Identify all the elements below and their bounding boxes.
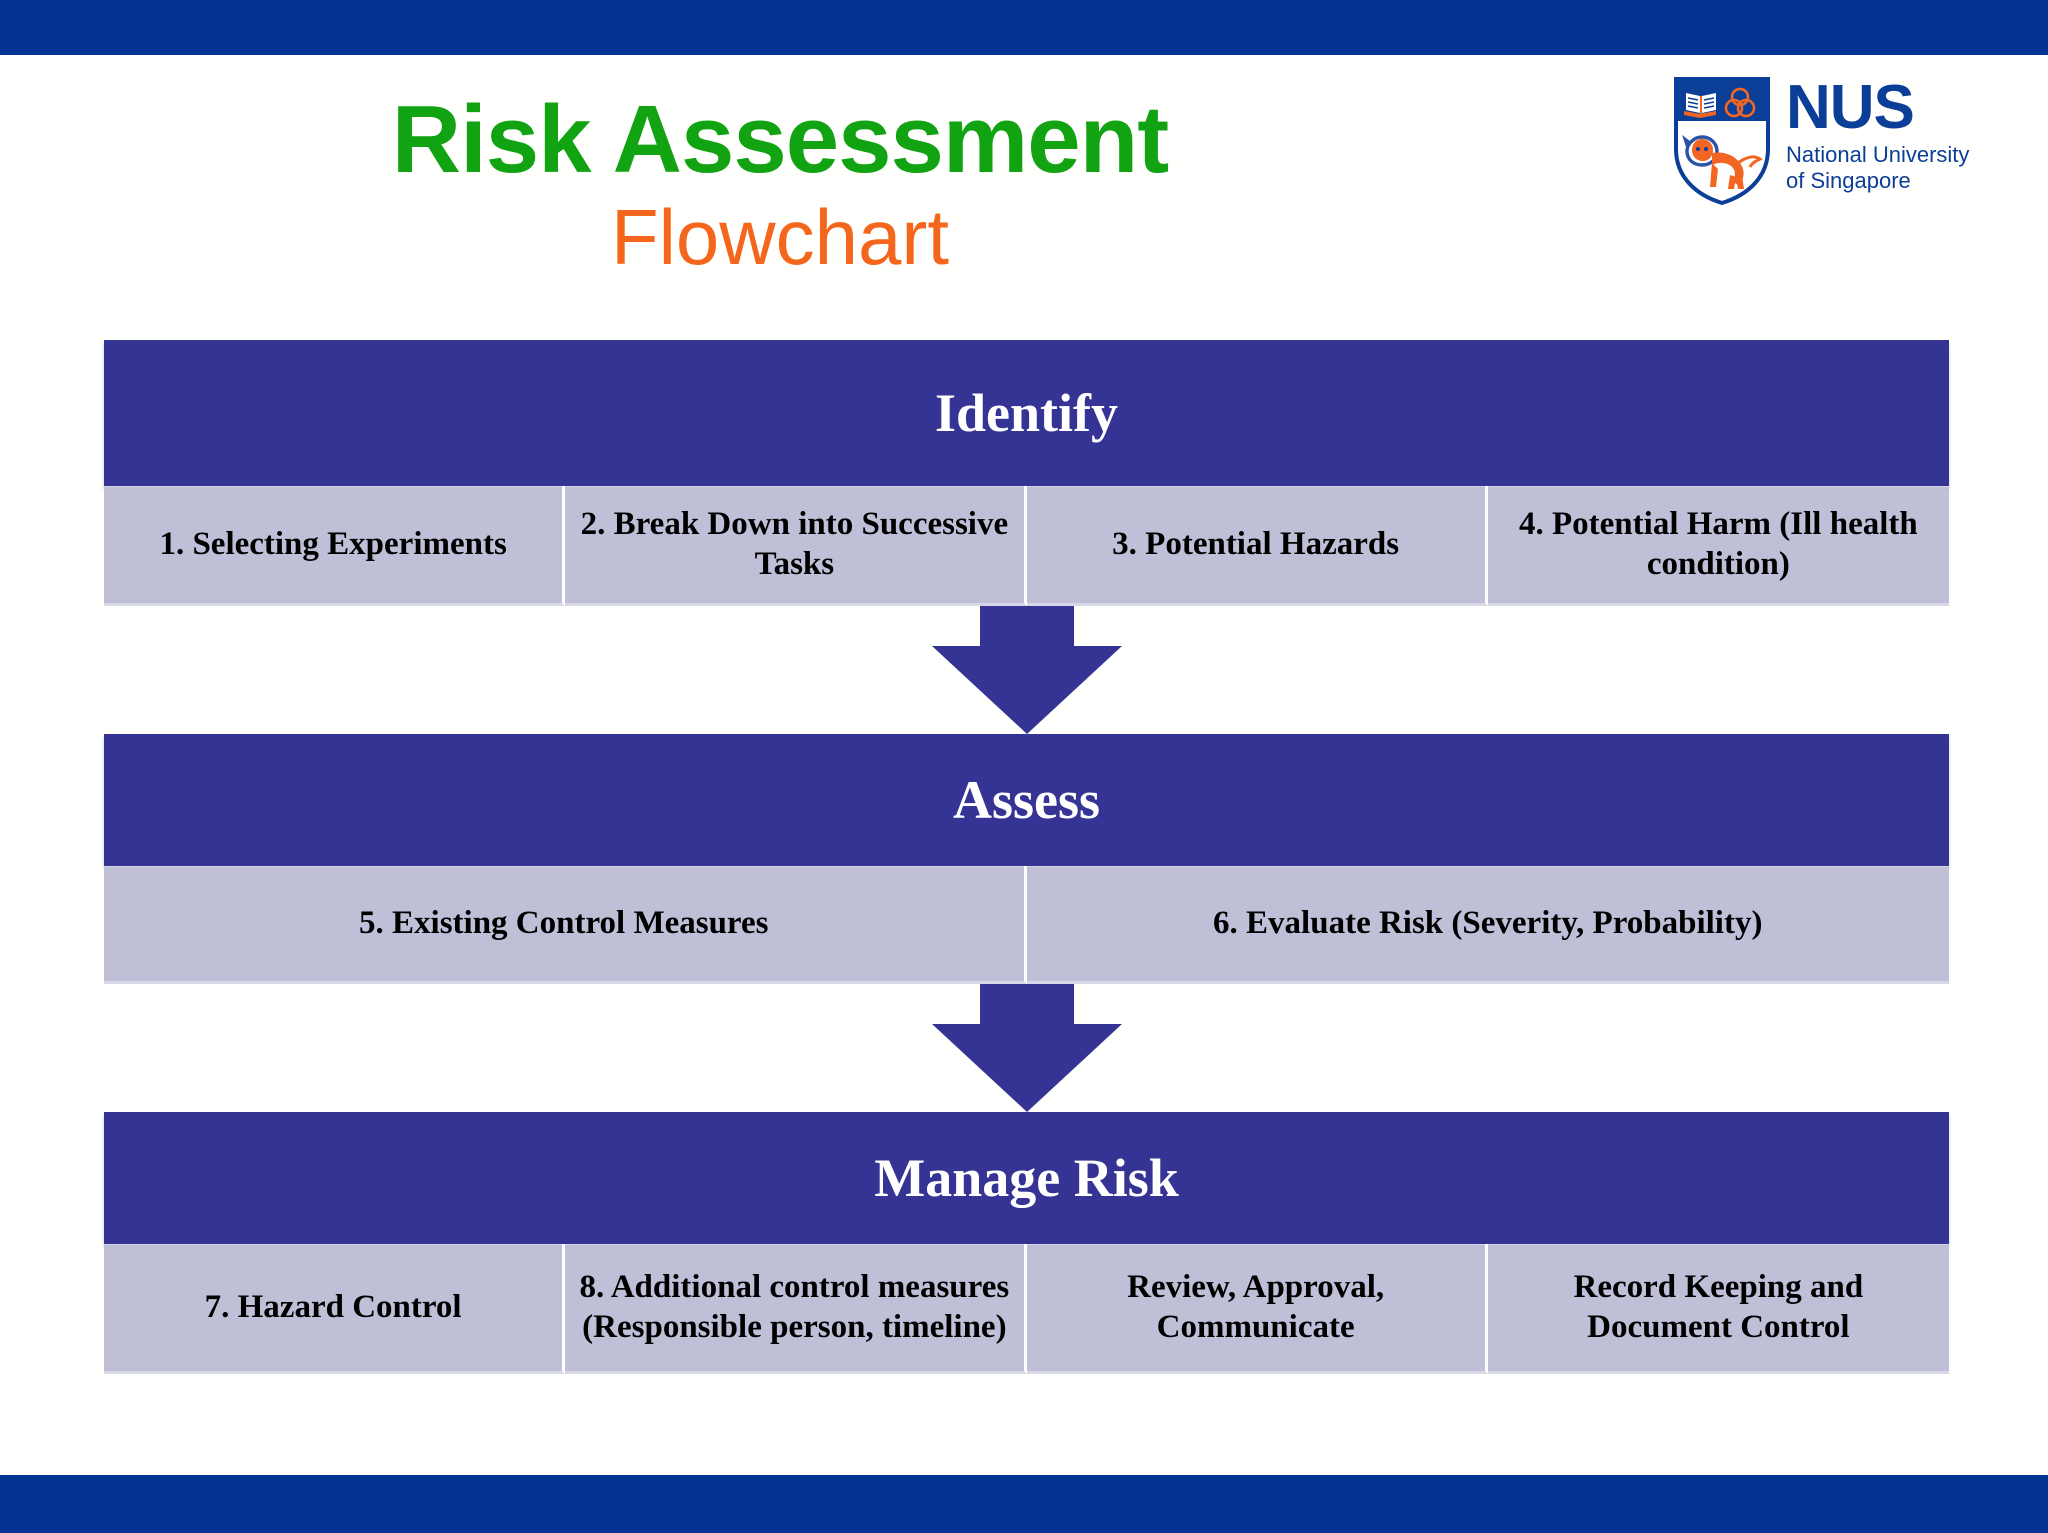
down-arrow-icon (931, 984, 1122, 1112)
nus-logo: NUS National University of Singapore (1672, 73, 1992, 217)
flow-step-8[interactable]: 8. Additional control measures (Responsi… (565, 1244, 1027, 1374)
nus-tagline: National University of Singapore (1786, 136, 1969, 193)
flowchart: Identify 1. Selecting Experiments 2. Bre… (104, 340, 1949, 1374)
flow-section-identify: Identify 1. Selecting Experiments 2. Bre… (104, 340, 1949, 606)
arrow-connector-2-wrap (104, 984, 1949, 1112)
page-subtitle: Flowchart (610, 192, 950, 281)
section-row-identify: 1. Selecting Experiments 2. Break Down i… (104, 486, 1949, 606)
flow-step-6[interactable]: 6. Evaluate Risk (Severity, Probability) (1026, 866, 1949, 984)
nus-acronym: NUS (1786, 73, 1915, 142)
section-header-manage-risk: Manage Risk (104, 1112, 1949, 1244)
flow-step-2[interactable]: 2. Break Down into Successive Tasks (565, 486, 1027, 606)
section-row-manage-risk: 7. Hazard Control 8. Additional control … (104, 1244, 1949, 1374)
nus-shield-icon (1674, 77, 1770, 205)
nus-tagline-line1: National University (1786, 142, 1970, 168)
flow-step-5[interactable]: 5. Existing Control Measures (104, 866, 1027, 984)
title-block: Risk Assessment Flowchart (0, 55, 1560, 279)
nus-tagline-line2: of Singapore (1786, 167, 1911, 193)
section-header-identify: Identify (104, 340, 1949, 486)
slide-header: Risk Assessment Flowchart (0, 55, 2048, 335)
section-row-assess: 5. Existing Control Measures 6. Evaluate… (104, 866, 1949, 984)
flow-step-review-approval[interactable]: Review, Approval, Communicate (1026, 1244, 1488, 1374)
flow-step-3[interactable]: 3. Potential Hazards (1026, 486, 1488, 606)
page-title: Risk Assessment (391, 86, 1170, 193)
top-brand-bar (0, 0, 2048, 55)
section-header-assess: Assess (104, 734, 1949, 866)
flow-section-manage-risk: Manage Risk 7. Hazard Control 8. Additio… (104, 1112, 1949, 1374)
flow-step-1[interactable]: 1. Selecting Experiments (104, 486, 566, 606)
nus-wordmark: NUS National University of Singapore (1786, 73, 1969, 193)
arrow-connector-1-wrap (104, 606, 1949, 734)
bottom-brand-bar (0, 1475, 2048, 1533)
flow-section-assess: Assess 5. Existing Control Measures 6. E… (104, 734, 1949, 984)
flow-step-7[interactable]: 7. Hazard Control (104, 1244, 566, 1374)
flow-step-4[interactable]: 4. Potential Harm (Ill health condition) (1487, 486, 1949, 606)
down-arrow-icon (931, 606, 1122, 734)
flow-step-record-keeping[interactable]: Record Keeping and Document Control (1487, 1244, 1949, 1374)
